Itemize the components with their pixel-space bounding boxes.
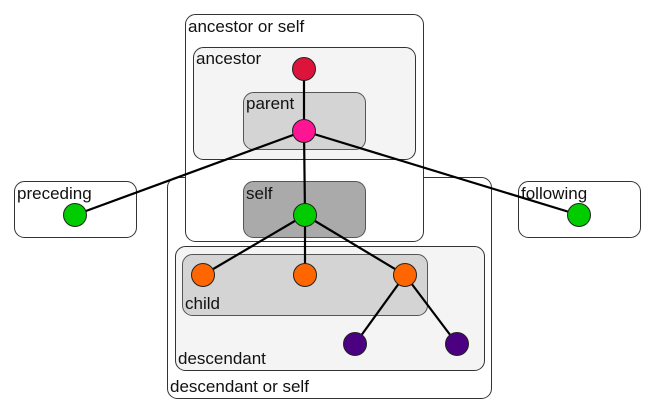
preceding-node (63, 203, 87, 227)
edge-child-node-3-to-grandchild-node-1 (354, 274, 406, 345)
label-descendant: descendant (178, 349, 266, 368)
edge-self-node-to-child-node-1 (202, 214, 306, 276)
child-node-2 (293, 263, 317, 287)
label-ancestor-or-self: ancestor or self (188, 17, 304, 36)
edge-self-node-to-child-node-3 (304, 214, 406, 276)
self-node (293, 203, 317, 227)
ancestor-node (292, 57, 316, 81)
label-descendant-or-self: descendant or self (170, 377, 309, 396)
grandchild-node-1 (343, 332, 367, 356)
label-following: following (521, 184, 587, 203)
label-self: self (246, 184, 273, 203)
edge-parent-node-to-self-node (302, 130, 307, 216)
child-node-3 (393, 263, 417, 287)
edge-parent-node-to-following-node (303, 129, 580, 217)
label-ancestor: ancestor (196, 49, 262, 68)
following-node (567, 203, 591, 227)
label-child: child (185, 294, 220, 313)
label-parent: parent (246, 94, 294, 113)
label-preceding: preceding (17, 184, 92, 203)
grandchild-node-2 (445, 332, 469, 356)
parent-node (292, 119, 316, 143)
child-node-1 (191, 263, 215, 287)
edge-parent-node-to-preceding-node (74, 129, 305, 217)
edge-child-node-3-to-grandchild-node-2 (404, 274, 458, 345)
